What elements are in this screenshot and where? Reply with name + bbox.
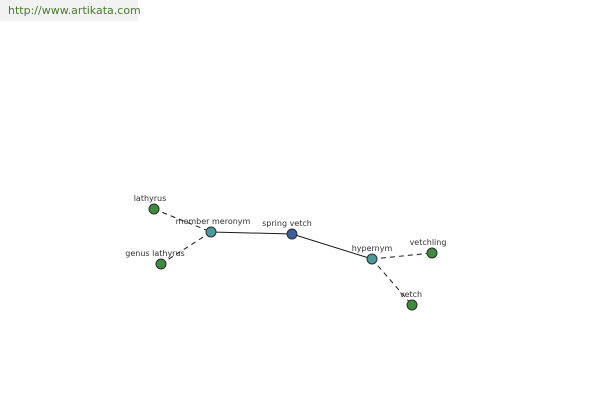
- node-genus-lathyrus[interactable]: [155, 258, 167, 270]
- edge-member-meronym-to-spring-vetch: [210, 231, 293, 235]
- node-vetchling[interactable]: [426, 247, 438, 259]
- node-member-meronym[interactable]: [205, 226, 217, 238]
- node-label-member-meronym[interactable]: member meronym: [176, 217, 251, 226]
- watermark-url[interactable]: http://www.artikata.com: [0, 0, 141, 21]
- node-vetch[interactable]: [406, 299, 418, 311]
- node-lathyrus[interactable]: [148, 203, 160, 215]
- node-label-vetchling[interactable]: vetchling: [410, 238, 447, 247]
- graph-labels: spring vetch member meronym hypernym lathyr…: [125, 194, 446, 299]
- edge-genus-lathyrus-to-member-meronym: [160, 231, 212, 265]
- edge-hypernym-to-vetchling: [371, 252, 433, 260]
- edge-hypernym-to-vetch: [371, 258, 413, 306]
- edge-spring-vetch-to-hypernym: [291, 233, 373, 260]
- node-spring-vetch[interactable]: [286, 228, 298, 240]
- node-label-genus-lathyrus[interactable]: genus lathyrus: [125, 249, 184, 258]
- node-label-vetch[interactable]: vetch: [400, 290, 422, 299]
- graph-nodes: [148, 203, 438, 311]
- edge-lathyrus-to-member-meronym: [153, 208, 212, 233]
- node-label-lathyrus[interactable]: lathyrus: [134, 194, 167, 203]
- graph-edges: [153, 208, 433, 306]
- node-label-hypernym[interactable]: hypernym: [352, 244, 393, 253]
- node-label-spring-vetch[interactable]: spring vetch: [262, 219, 312, 228]
- node-hypernym[interactable]: [366, 253, 378, 265]
